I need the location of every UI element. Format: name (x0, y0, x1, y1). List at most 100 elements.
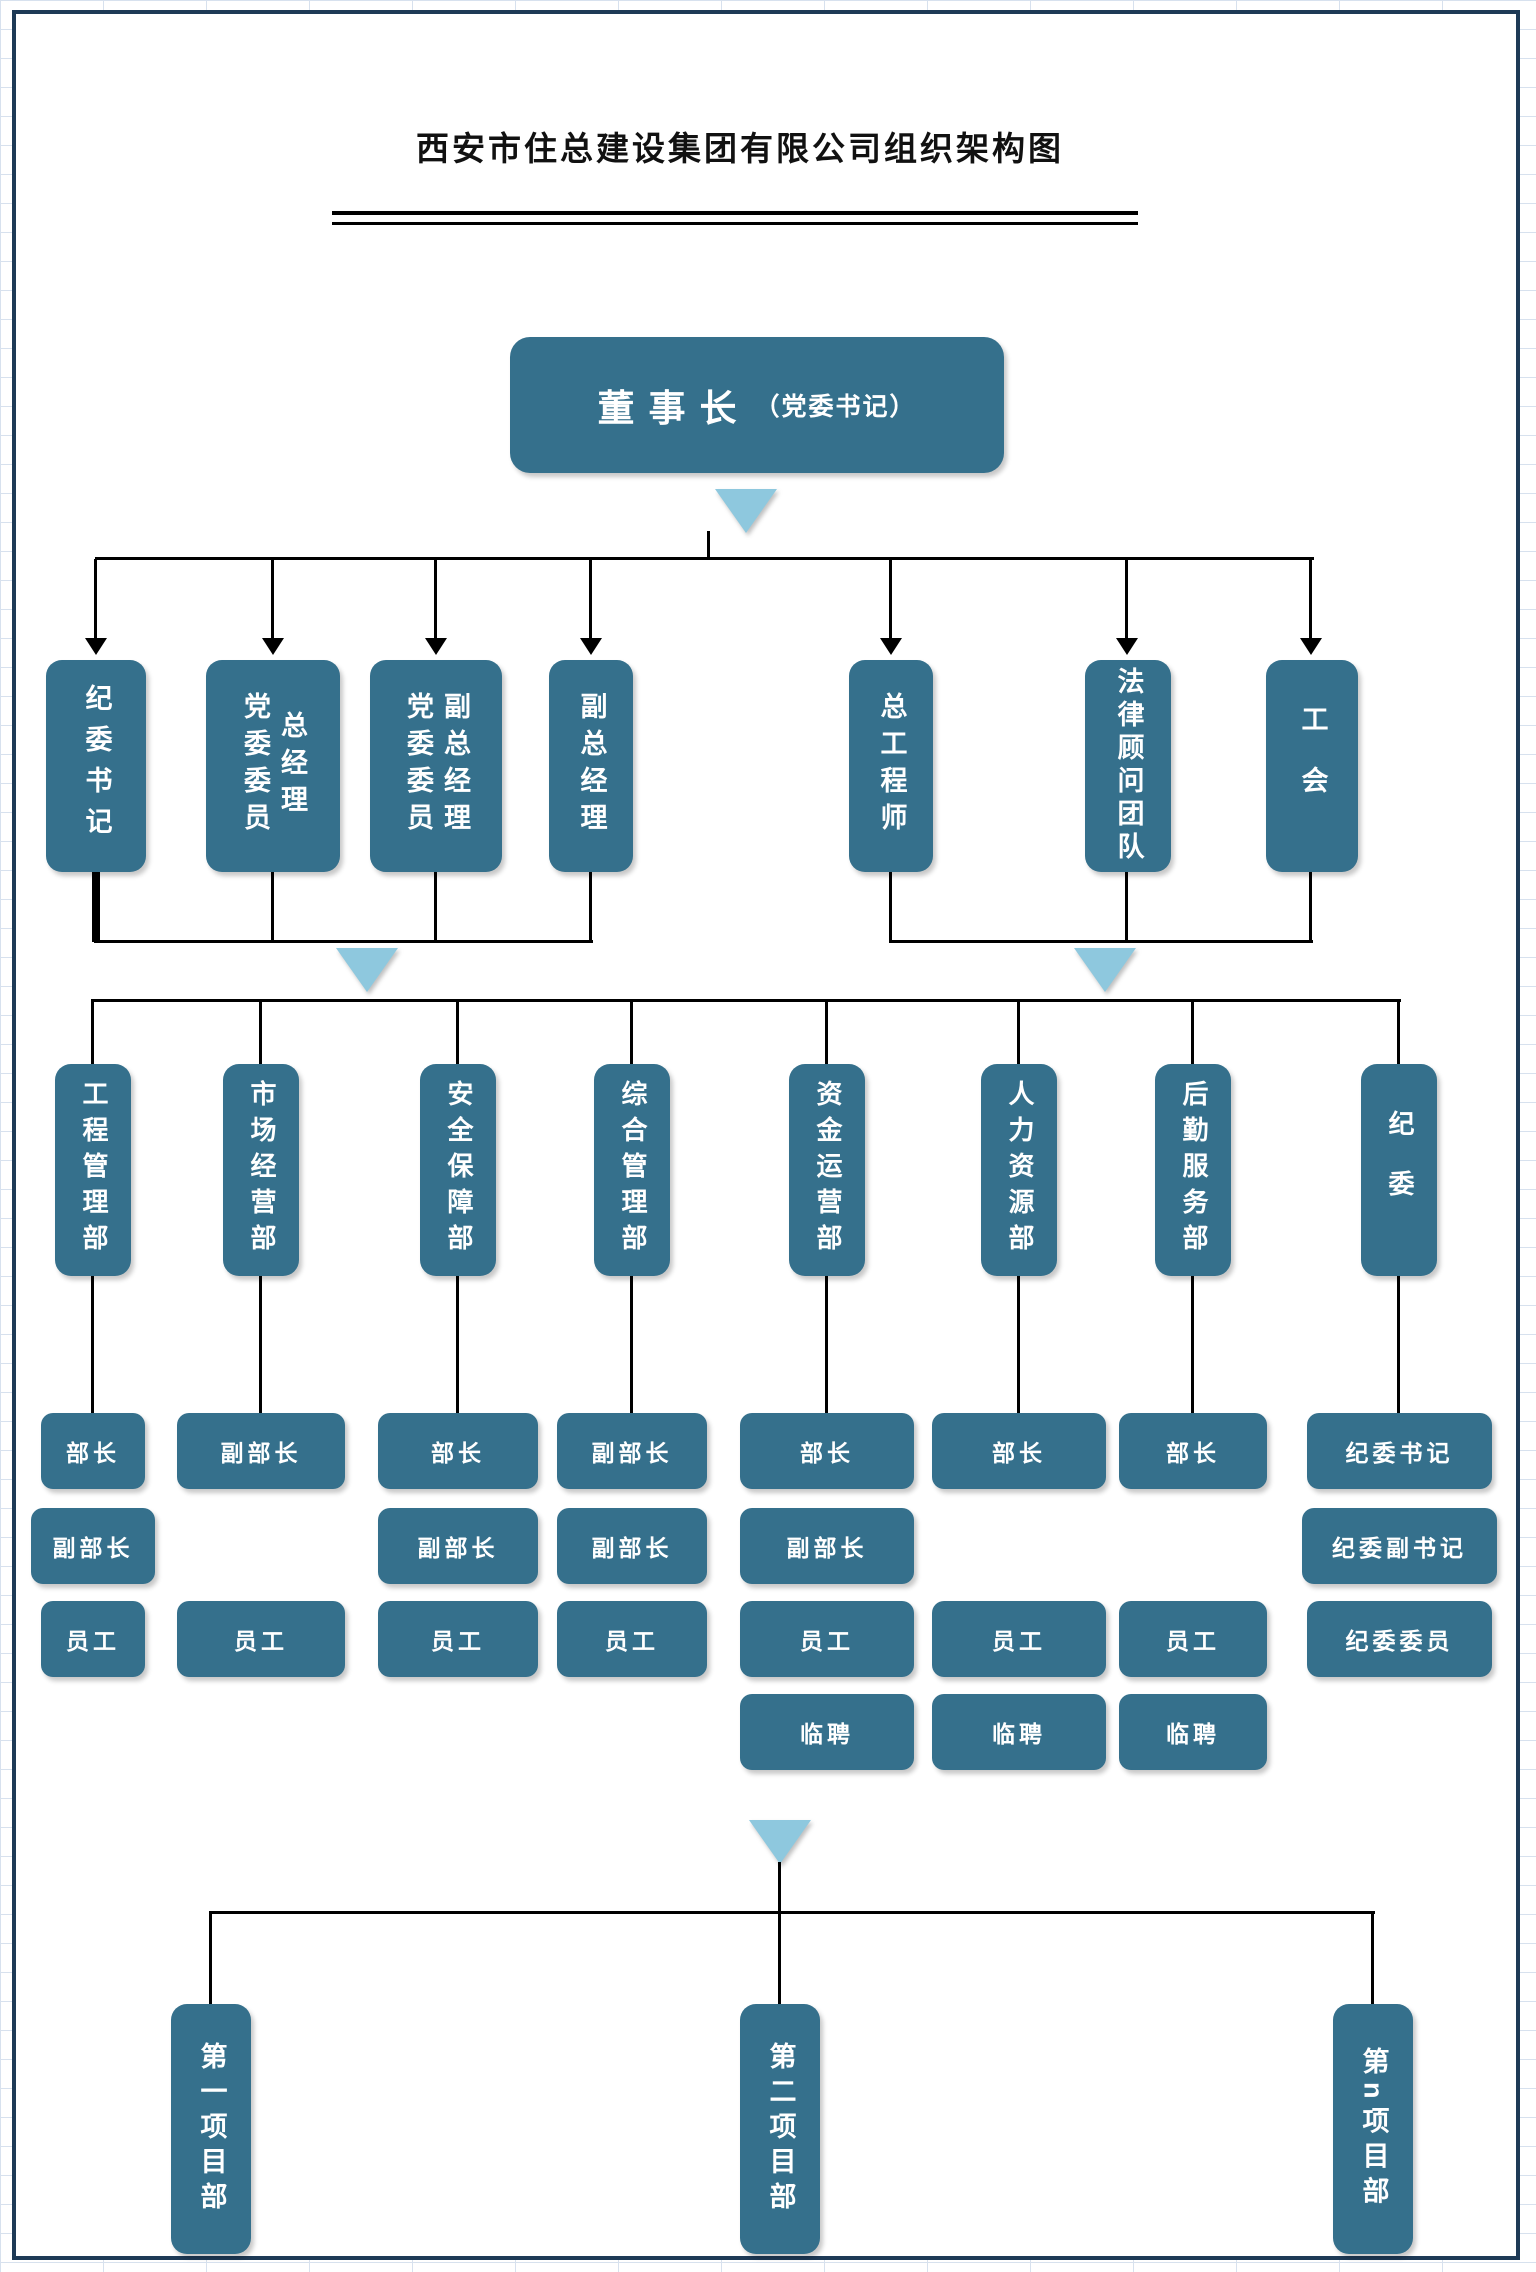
node-staff: 员工 (177, 1601, 345, 1677)
node-staff: 部长 (1119, 1413, 1267, 1489)
node-label: 总经理 (277, 710, 308, 822)
node-label: 后勤服务部 (1178, 1080, 1209, 1260)
node-staff: 临聘 (740, 1694, 914, 1770)
node-staff: 员工 (557, 1601, 707, 1677)
connector (456, 1276, 459, 1414)
node-chief-engineer: 总工程师 (849, 660, 933, 872)
chairman-subtitle: （党委书记） (754, 393, 917, 421)
connector (434, 559, 437, 640)
arrowhead (262, 638, 284, 655)
node-label: 副总经理 (576, 692, 607, 840)
connector (630, 1001, 633, 1065)
connector (1309, 559, 1312, 640)
node-discipline-secretary: 纪委书记 (46, 660, 146, 872)
arrowhead (880, 638, 902, 655)
node-dept-engineering: 工程管理部 (55, 1064, 131, 1276)
arrowhead (425, 638, 447, 655)
node-label: 第二项目部 (765, 2041, 796, 2217)
node-dept-market: 市场经营部 (223, 1064, 299, 1276)
node-label-columns: 副总经理 党委委员 (402, 692, 470, 840)
node-dept-capital: 资金运营部 (789, 1064, 865, 1276)
connector (1309, 872, 1312, 942)
node-label: 安全保障部 (443, 1080, 474, 1260)
connector (1125, 559, 1128, 640)
node-chairman: 董事长 （党委书记） (510, 337, 1004, 473)
connector (91, 1276, 94, 1414)
connector (825, 1001, 828, 1065)
node-dept-safety: 安全保障部 (420, 1064, 496, 1276)
connector (1191, 1276, 1194, 1414)
connector (1397, 1001, 1400, 1065)
arrowhead (1116, 638, 1138, 655)
node-deputy-gm-party: 副总经理 党委委员 (370, 660, 502, 872)
flow-triangle-right (1074, 948, 1136, 992)
connector (209, 1911, 1375, 1914)
connector (778, 1862, 781, 1913)
flow-triangle-left (336, 948, 398, 992)
node-label: 市场经营部 (246, 1080, 277, 1260)
connector (1125, 872, 1128, 942)
connector (1017, 1001, 1020, 1065)
node-label: 资金运营部 (812, 1080, 843, 1260)
node-staff: 副部长 (31, 1508, 155, 1584)
node-label: 纪委 (1384, 1110, 1415, 1230)
node-legal-team: 法律顾问团队 (1085, 660, 1171, 872)
node-dept-discipline: 纪委 (1361, 1064, 1437, 1276)
node-staff: 部长 (932, 1413, 1106, 1489)
connector (434, 872, 437, 942)
node-staff: 副部长 (378, 1508, 538, 1584)
node-label: 党委委员 (403, 692, 433, 840)
connector (1371, 1913, 1374, 2004)
node-staff: 临聘 (1119, 1694, 1267, 1770)
node-dept-general-admin: 综合管理部 (594, 1064, 670, 1276)
flow-triangle-top (715, 489, 777, 533)
node-staff: 部长 (378, 1413, 538, 1489)
connector (825, 1276, 828, 1414)
connector (589, 559, 592, 640)
connector (456, 1001, 459, 1065)
connector (589, 872, 592, 942)
node-label: 纪委书记 (81, 684, 112, 848)
connector (271, 872, 274, 942)
title-underline (332, 222, 1138, 225)
connector (259, 1276, 262, 1414)
connector (889, 872, 892, 942)
node-dept-logistics: 后勤服务部 (1155, 1064, 1231, 1276)
node-dept-hr: 人力资源部 (981, 1064, 1057, 1276)
node-staff: 员工 (932, 1601, 1106, 1677)
node-labor-union: 工会 (1266, 660, 1358, 872)
node-staff: 员工 (1119, 1601, 1267, 1677)
node-staff: 副部长 (177, 1413, 345, 1489)
node-label: 党委委员 (240, 692, 270, 840)
arrowhead (1300, 638, 1322, 655)
node-label: 副总经理 (440, 692, 471, 840)
node-deputy-gm: 副总经理 (549, 660, 633, 872)
node-label: 人力资源部 (1004, 1080, 1035, 1260)
arrowhead (580, 638, 602, 655)
node-staff: 临聘 (932, 1694, 1106, 1770)
node-staff: 纪委副书记 (1302, 1508, 1497, 1584)
node-label: 工会 (1297, 705, 1328, 827)
connector (92, 872, 100, 942)
connector (91, 1001, 94, 1065)
node-staff: 纪委书记 (1307, 1413, 1492, 1489)
connector (1017, 1276, 1020, 1414)
connector (271, 559, 274, 640)
node-project-n: 第n项目部 (1333, 2004, 1413, 2254)
connector (95, 557, 1314, 560)
arrowhead (85, 638, 107, 655)
flow-triangle-bottom (749, 1820, 811, 1864)
connector (630, 1276, 633, 1414)
node-staff: 纪委委员 (1307, 1601, 1492, 1677)
connector (259, 1001, 262, 1065)
node-label: 综合管理部 (617, 1080, 648, 1260)
node-staff: 部长 (740, 1413, 914, 1489)
node-project-2: 第二项目部 (740, 2004, 820, 2254)
connector (91, 999, 1401, 1002)
node-staff: 副部长 (557, 1508, 707, 1584)
connector (707, 531, 710, 560)
connector (1191, 1001, 1194, 1065)
node-staff: 员工 (378, 1601, 538, 1677)
node-label: 第一项目部 (196, 2041, 227, 2217)
connector (94, 559, 97, 640)
